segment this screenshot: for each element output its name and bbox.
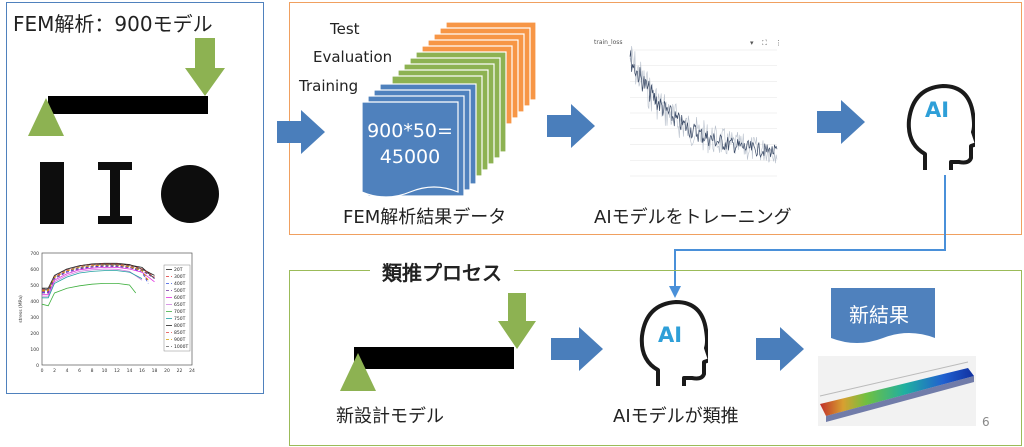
- x-tick-label: 18: [152, 368, 158, 374]
- legend-box: [163, 264, 191, 352]
- caption-train-ai: AIモデルをトレーニング: [594, 207, 792, 228]
- support-triangle-new: [340, 353, 376, 391]
- ai-label-top: AI: [925, 98, 950, 122]
- x-tick-label: 16: [139, 368, 145, 374]
- fem-title: FEM解析：900モデル: [13, 12, 213, 36]
- legend-label: 20T: [174, 267, 183, 273]
- loss-chart-title: train_loss: [594, 39, 623, 46]
- legend-label: 750T: [174, 316, 186, 322]
- legend-label: 500T: [174, 288, 186, 294]
- y-tick-label: 700: [30, 251, 39, 257]
- pin-icon: ▾: [750, 39, 754, 47]
- training-sheets: [361, 83, 477, 198]
- page-number: 6: [982, 415, 990, 429]
- legend-label: 1000T: [174, 344, 188, 350]
- beam: [48, 96, 208, 114]
- training-panel: [289, 2, 1022, 235]
- connector-arrow: [669, 175, 946, 298]
- x-tick-label: 6: [78, 368, 81, 374]
- inference-title: 類推プロセス: [370, 257, 514, 286]
- y-tick-label: 400: [30, 299, 39, 305]
- caption-ai-infer: AIモデルが類推: [613, 406, 739, 427]
- series-line: [41, 283, 137, 307]
- x-tick-label: 2: [53, 368, 56, 374]
- y-tick-label: 300: [30, 315, 39, 321]
- circle-section: [161, 165, 219, 223]
- x-tick-label: 4: [66, 368, 69, 374]
- legend-label: 700T: [174, 309, 186, 315]
- load-arrow: [185, 38, 225, 96]
- series-line: [42, 264, 149, 291]
- i-beam-section: [98, 162, 132, 224]
- y-axis-label: stress (MPa): [18, 295, 24, 323]
- legend-label: 300T: [174, 274, 186, 280]
- dataset-count: 900*50= 45000: [362, 118, 458, 170]
- loss-series-line: [629, 46, 778, 164]
- x-tick-label: 20: [164, 368, 170, 374]
- cross-sections: [40, 162, 219, 224]
- expand-icon: ⛶: [762, 39, 767, 47]
- legend-label: 600T: [174, 295, 186, 301]
- legend-label: 400T: [174, 281, 186, 287]
- rectangle-section: [40, 162, 64, 224]
- more-icon: ⋮: [775, 39, 782, 47]
- y-tick-label: 0: [36, 363, 39, 369]
- load-arrow-new: [498, 293, 536, 349]
- y-tick-label: 200: [30, 331, 39, 337]
- series-line: [42, 270, 143, 299]
- caption-fem-data: FEM解析結果データ: [343, 207, 507, 228]
- caption-new-model: 新設計モデル: [336, 406, 444, 427]
- support-triangle: [28, 98, 64, 136]
- new-result-label: 新結果: [849, 303, 909, 327]
- y-tick-label: 600: [30, 267, 39, 273]
- x-tick-label: 24: [189, 368, 195, 374]
- dataset-count-line2: 45000: [379, 146, 441, 168]
- dataset-count-line1: 900*50=: [367, 120, 453, 142]
- ai-head-icon-infer: [639, 300, 708, 386]
- ai-head-icon: [906, 84, 975, 170]
- legend-label: 800T: [174, 323, 186, 329]
- inference-panel: [289, 270, 1022, 446]
- beam-new: [354, 347, 514, 369]
- series-line: [42, 263, 155, 290]
- arrow-to-training: [277, 110, 325, 154]
- series-line: [42, 266, 155, 294]
- legend-label: 900T: [174, 337, 186, 343]
- arrow-to-chart: [547, 104, 595, 148]
- new-result-doc: [831, 288, 935, 343]
- fem-result-image: [818, 356, 976, 426]
- arrow-to-ai: [817, 100, 865, 144]
- x-tick-label: 8: [91, 368, 94, 374]
- arrow-to-result: [756, 327, 804, 371]
- series-line: [42, 268, 143, 297]
- y-tick-label: 500: [30, 283, 39, 289]
- x-tick-label: 0: [41, 368, 44, 374]
- new-design-model: [340, 293, 536, 391]
- training-loss-chart: train_loss ▾ ⛶ ⋮: [594, 39, 782, 177]
- x-tick-label: 22: [177, 368, 183, 374]
- series-line: [42, 266, 155, 295]
- fem-panel: [6, 2, 264, 394]
- legend-label: 650T: [174, 302, 186, 308]
- x-tick-label: 10: [102, 368, 108, 374]
- x-tick-label: 14: [127, 368, 133, 374]
- ai-label-infer: AI: [658, 323, 683, 347]
- label-training: Training: [299, 77, 359, 95]
- loss-series-line: [629, 50, 778, 158]
- x-tick-label: 12: [114, 368, 120, 374]
- y-tick-label: 100: [30, 347, 39, 353]
- label-evaluation: Evaluation: [313, 48, 393, 66]
- label-test: Test: [330, 20, 360, 38]
- legend-label: 850T: [174, 330, 186, 336]
- dataset-stack: [361, 21, 537, 198]
- cantilever-model: [28, 38, 225, 136]
- arrow-to-ai-infer: [551, 327, 603, 371]
